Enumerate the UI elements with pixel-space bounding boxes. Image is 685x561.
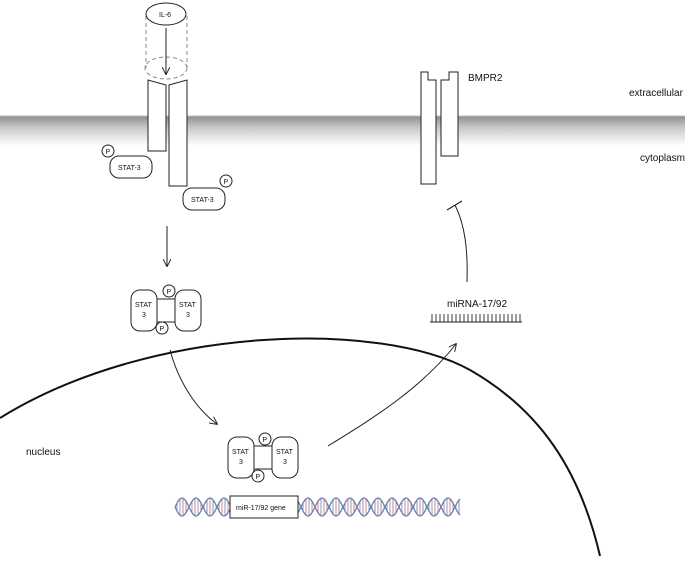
svg-text:3: 3	[239, 459, 243, 466]
svg-text:STAT-3: STAT-3	[118, 165, 141, 172]
svg-text:P: P	[256, 474, 261, 481]
dna-strand-a	[174, 497, 461, 517]
dna-helix	[174, 497, 461, 517]
mirna-label: miRNA-17/92	[447, 299, 507, 310]
gene-label: miR-17/92 gene	[236, 505, 286, 512]
stat3-left: STAT-3 P	[101, 144, 153, 179]
extracellular-label: extracellular	[629, 88, 684, 99]
stat3-dimer-nucleus: STAT 3 STAT 3 P P	[227, 432, 299, 483]
svg-text:STAT: STAT	[232, 449, 250, 456]
arrow-to-mirna	[327, 344, 456, 447]
phosphate-right	[219, 174, 233, 188]
svg-text:STAT: STAT	[179, 302, 197, 309]
svg-text:3: 3	[283, 459, 287, 466]
svg-text:P: P	[263, 437, 268, 444]
svg-text:STAT-3: STAT-3	[191, 197, 214, 204]
nuclear-envelope	[0, 337, 601, 557]
svg-text:3: 3	[186, 312, 190, 319]
svg-text:P: P	[160, 326, 165, 333]
svg-text:STAT: STAT	[276, 449, 294, 456]
il6-ligand: IL-6	[144, 2, 188, 80]
gene-box	[229, 495, 299, 519]
stat3-dimer-cytoplasm: STAT 3 STAT 3 P P	[130, 284, 202, 335]
phosphate-left	[101, 144, 115, 158]
svg-text:3: 3	[142, 312, 146, 319]
bmpr2-label: BMPR2	[468, 73, 503, 84]
inhibition-to-bmpr2	[454, 204, 468, 283]
svg-text:P: P	[106, 149, 111, 156]
bmpr2-receptor	[420, 71, 459, 185]
stat3-right: STAT-3 P	[182, 174, 233, 211]
nucleus-label: nucleus	[26, 447, 60, 458]
svg-text:STAT: STAT	[135, 302, 153, 309]
cell-membrane	[0, 116, 685, 146]
mirna-strand	[430, 314, 522, 323]
svg-text:P: P	[224, 179, 229, 186]
svg-text:P: P	[167, 289, 172, 296]
dna-strand-b	[174, 497, 461, 517]
il6-receptor	[147, 79, 188, 187]
arrow-into-nucleus	[169, 349, 217, 424]
il6-label: IL-6	[159, 12, 171, 19]
cytoplasm-label: cytoplasm	[640, 153, 685, 164]
inhibition-bar	[446, 200, 463, 211]
